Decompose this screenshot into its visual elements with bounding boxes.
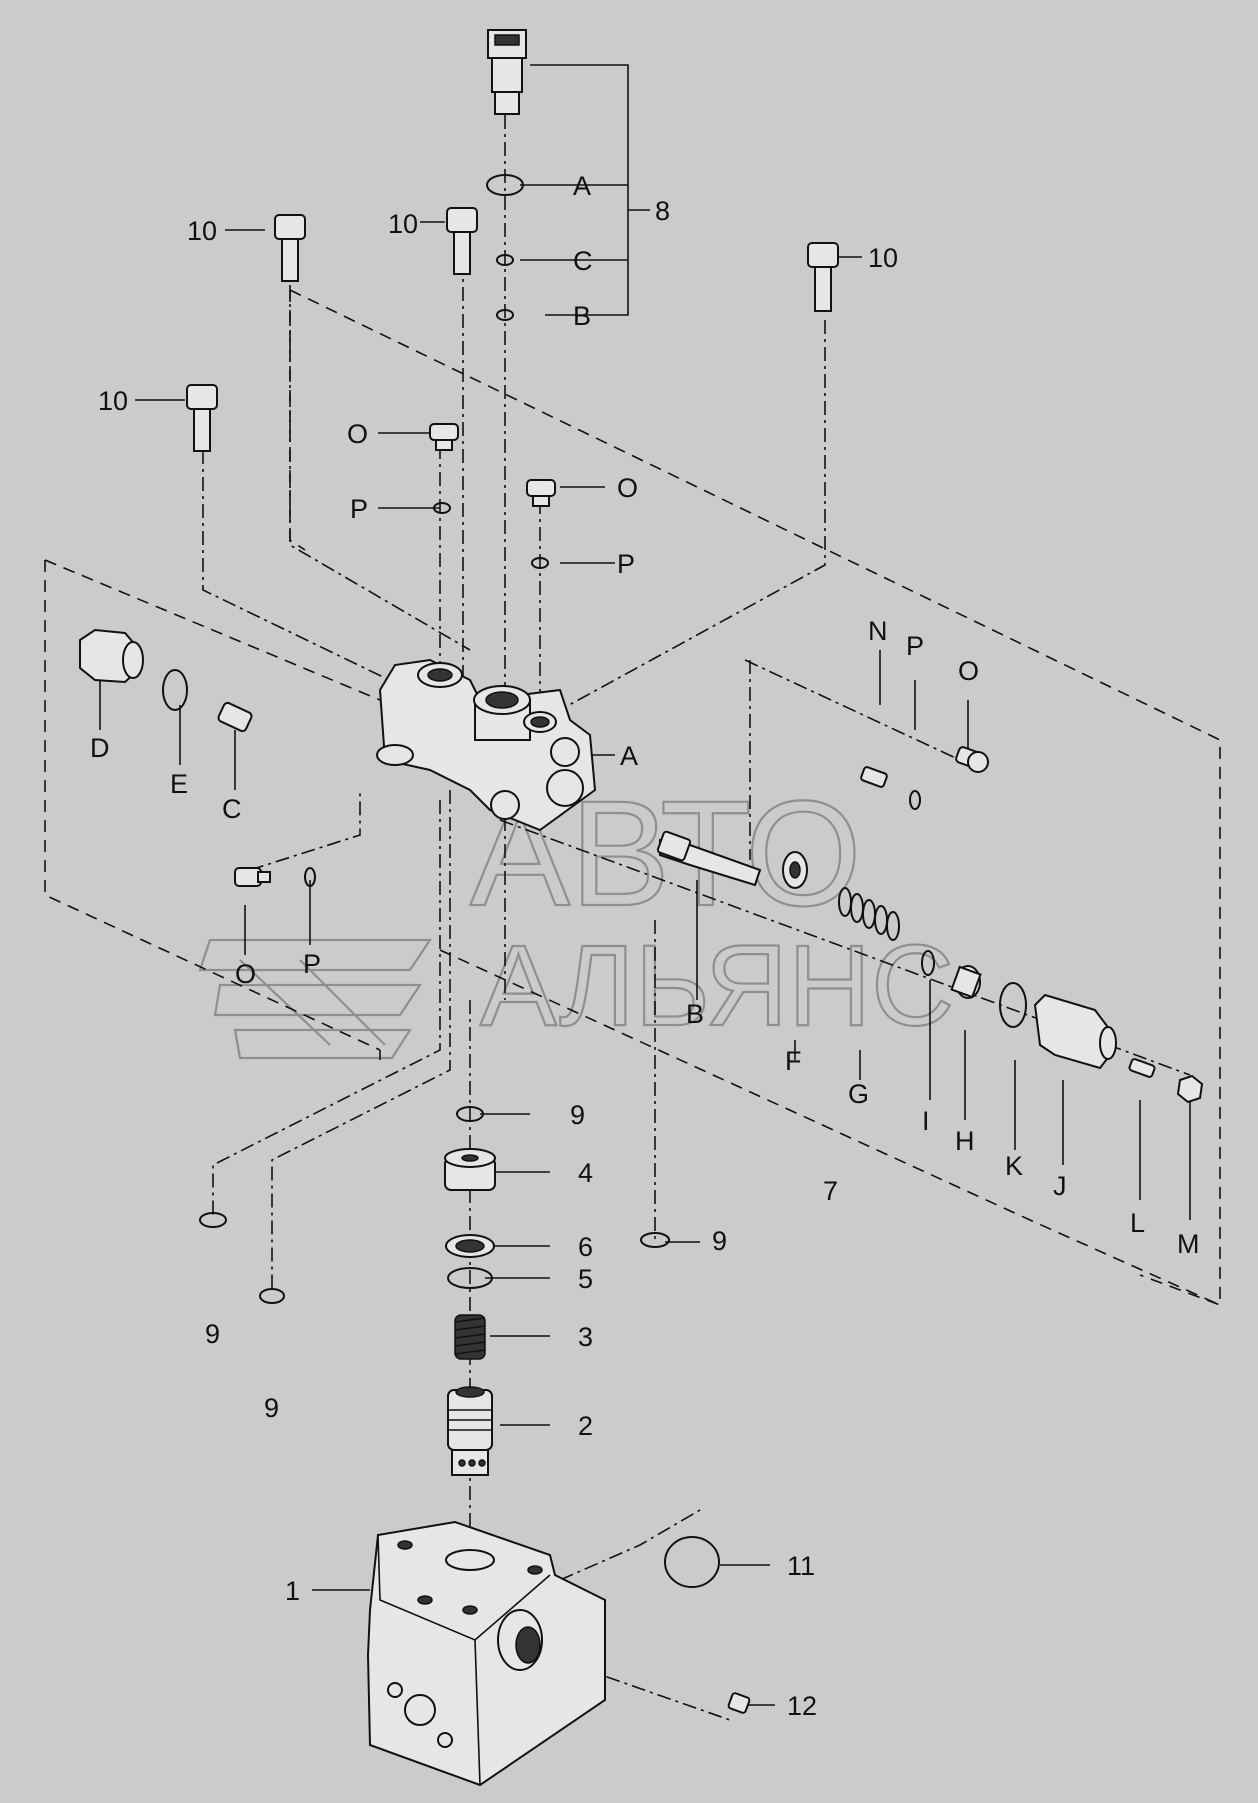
o-ring-P-4 [909,790,921,810]
label-2: 2 [578,1411,593,1441]
label-G: G [848,1079,869,1109]
label-B-top: B [573,301,591,331]
label-P-2: P [617,549,635,579]
watermark-line-2: АЛЬЯНС [480,922,954,1050]
label-K: K [1005,1151,1023,1181]
spring-3 [454,1314,486,1360]
label-O-3: O [235,959,256,989]
fitting-C-left [217,701,253,733]
label-9-a: 9 [570,1100,585,1130]
label-8: 8 [655,196,670,226]
label-4: 4 [578,1158,593,1188]
label-J: J [1053,1171,1067,1201]
plug-4 [444,1148,496,1191]
label-5: 5 [578,1264,593,1294]
plug-O-3 [234,867,271,887]
label-A-right: A [620,741,638,771]
spool-B [656,830,762,887]
bolt-10-d [186,384,218,452]
label-C-left: C [222,794,242,824]
label-P-4: P [906,631,924,661]
label-9-c: 9 [264,1393,279,1423]
o-ring-B-top [496,309,514,321]
o-ring-11 [664,1536,720,1588]
cap-nut-D [79,628,144,684]
label-O-2: O [617,473,638,503]
label-6: 6 [578,1232,593,1262]
housing-1 [366,1520,606,1787]
o-ring-9-d [640,1232,670,1248]
label-12: 12 [787,1691,817,1721]
nut-M [1176,1074,1204,1104]
o-ring-9-a [456,1106,484,1122]
label-M: M [1177,1229,1200,1259]
o-ring-P-1 [433,502,451,514]
label-F: F [785,1046,802,1076]
label-D: D [90,733,110,763]
valve-cartridge-2 [447,1386,493,1476]
label-P-1: P [350,494,368,524]
label-O-4: O [958,656,979,686]
washer-F-hole [789,861,801,879]
label-10-d: 10 [98,386,128,416]
label-H: H [955,1126,975,1156]
label-7: 7 [823,1176,838,1206]
label-1: 1 [285,1576,300,1606]
label-E: E [170,769,188,799]
o-ring-E [162,669,188,711]
valve-body [376,658,597,832]
part-8-check-valve [487,29,527,115]
label-B-mid: B [686,999,704,1029]
label-3: 3 [578,1322,593,1352]
label-C-top: C [573,246,593,276]
label-10-a: 10 [187,216,217,246]
screw-L [1128,1058,1156,1078]
o-ring-I [921,950,935,976]
label-A-top: A [573,171,591,201]
label-9-b: 9 [205,1319,220,1349]
watermark-logo-icon [198,938,433,1060]
o-ring-A-top [486,174,524,196]
fitting-N [860,766,888,788]
label-10-c: 10 [868,243,898,273]
o-ring-9-c [259,1288,285,1304]
o-ring-K [999,982,1027,1028]
label-11: 11 [787,1551,815,1581]
adjuster-cap-J [1033,993,1117,1070]
plug-12 [727,1692,751,1714]
bolt-10-a [274,214,306,282]
label-O-1: O [347,419,368,449]
plug-O-4 [955,746,989,773]
plug-O-1 [429,423,459,451]
bolt-10-c [807,242,839,312]
label-P-3: P [303,949,321,979]
bolt-10-b [446,207,478,275]
o-ring-C-top [496,254,514,266]
callout-labels: 10 10 10 10 8 A C B O P O P D E C O P A … [90,171,1200,1721]
label-9-d: 9 [712,1226,727,1256]
label-L: L [1130,1208,1145,1238]
o-ring-P-3 [304,867,316,887]
o-ring-P-2 [531,557,549,569]
label-N: N [868,616,888,646]
poppet-H [950,965,982,999]
spring-G [838,887,900,941]
o-ring-5 [447,1267,493,1289]
label-I: I [922,1106,930,1136]
label-10-b: 10 [388,209,418,239]
backup-ring-6-hole [455,1239,485,1253]
o-ring-9-b [199,1212,227,1228]
plug-O-2 [526,479,556,507]
